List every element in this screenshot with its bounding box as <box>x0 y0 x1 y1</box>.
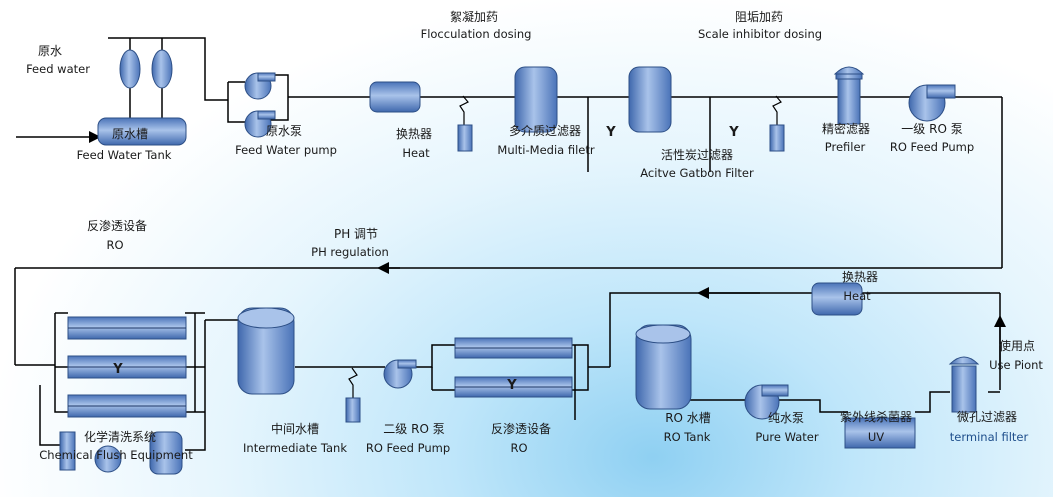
feed-tank-label-cn: 原水槽 <box>111 127 149 141</box>
ro2-pump-label-en: RO Feed Pump <box>365 441 451 455</box>
heat1-label-cn: 换热器 <box>395 127 433 141</box>
feed-tank-label-en: Feed Water Tank <box>76 148 172 162</box>
flocc-label-cn: 絮凝加药 <box>449 10 499 24</box>
feed-water-tank <box>97 117 187 146</box>
chem-pump <box>94 445 122 473</box>
heat2-label-en: Heat <box>843 289 871 303</box>
ro2-pump-label-cn: 二级 RO 泵 <box>383 422 445 436</box>
inter-label-cn: 中间水槽 <box>270 422 320 436</box>
feed-pump-label-en: Feed Water pump <box>235 143 337 157</box>
carbon-label-cn: 活性炭过滤器 <box>660 148 734 162</box>
ph-dosing-tank <box>345 397 361 423</box>
prefilter-label-en: Prefiler <box>824 140 866 154</box>
ph-label-en: PH regulation <box>311 245 389 259</box>
ro-tank-label-cn: RO 水槽 <box>665 411 711 425</box>
ro-equip2-label-cn: 反渗透设备 <box>490 422 552 436</box>
prefilter <box>837 77 861 125</box>
terminal-label-cn: 微孔过滤器 <box>956 410 1018 424</box>
mmf-label-cn: 多介质过滤器 <box>508 124 582 138</box>
scale-label-en: Scale inhibitor dosing <box>697 27 823 41</box>
inter-label-en: Intermediate Tank <box>243 441 347 455</box>
use-point-label-en: Use Piont <box>989 358 1043 372</box>
heat-exchanger-2 <box>811 282 863 316</box>
ro-tank-label-en: RO Tank <box>663 430 711 444</box>
y-mark-2: Y <box>729 125 739 140</box>
tank-outlet-pipe <box>108 37 228 101</box>
uv-label-cn: 紫外线杀菌器 <box>839 410 913 424</box>
chem-filter <box>59 431 76 471</box>
mmf-label-en: Multi-Media filetr <box>497 143 595 157</box>
y-mark-4: Y <box>507 378 517 393</box>
prefilter-label-cn: 精密滤器 <box>821 122 871 136</box>
multimedia-filter <box>514 66 558 133</box>
ph-label-cn: PH 调节 <box>333 227 379 241</box>
feed-water-label-en: Feed water <box>26 62 90 76</box>
y-mark-3: Y <box>113 362 123 377</box>
carbon-filter <box>628 66 672 133</box>
carbon-label-en: Acitve Gatbon Filter <box>640 166 754 180</box>
heat-exchanger-1 <box>369 81 421 113</box>
uv-label-en: UV <box>867 430 885 444</box>
ro-equip1-label-en: RO <box>106 238 124 252</box>
dosing-lines <box>348 95 782 400</box>
terminal-label-en: terminal filter <box>949 430 1029 444</box>
feed-pump-label-cn: 原水泵 <box>265 124 303 138</box>
ro1-pump-label-en: RO Feed Pump <box>889 140 975 154</box>
terminal-filter <box>951 365 977 413</box>
valve-2 <box>151 49 173 89</box>
ro-equip1-label-cn: 反渗透设备 <box>86 219 148 233</box>
chem-tank <box>149 431 183 475</box>
feed-water-label-cn: 原水 <box>37 44 63 58</box>
valve-1 <box>119 49 141 89</box>
chem-label-cn: 化学清洗系统 <box>83 430 157 444</box>
ro-equip2-label-en: RO <box>510 441 528 455</box>
ro1-pump-label-cn: 一级 RO 泵 <box>901 122 963 136</box>
pure-pump-label-en: Pure Water <box>755 430 819 444</box>
uv-sterilizer <box>844 417 916 449</box>
flocculation-dosing-tank <box>457 124 473 152</box>
y-mark-1: Y <box>606 125 616 140</box>
chem-label-en: Chemical Flush Equipment <box>39 448 193 462</box>
use-point-label-cn: 使用点 <box>998 339 1036 353</box>
flocc-label-en: Flocculation dosing <box>420 27 532 41</box>
heat2-label-cn: 换热器 <box>841 270 879 284</box>
pure-pump-label-cn: 纯水泵 <box>767 411 805 425</box>
scale-dosing-tank <box>769 124 785 152</box>
heat1-label-en: Heat <box>402 146 430 160</box>
scale-label-cn: 阻垢加药 <box>734 10 784 24</box>
